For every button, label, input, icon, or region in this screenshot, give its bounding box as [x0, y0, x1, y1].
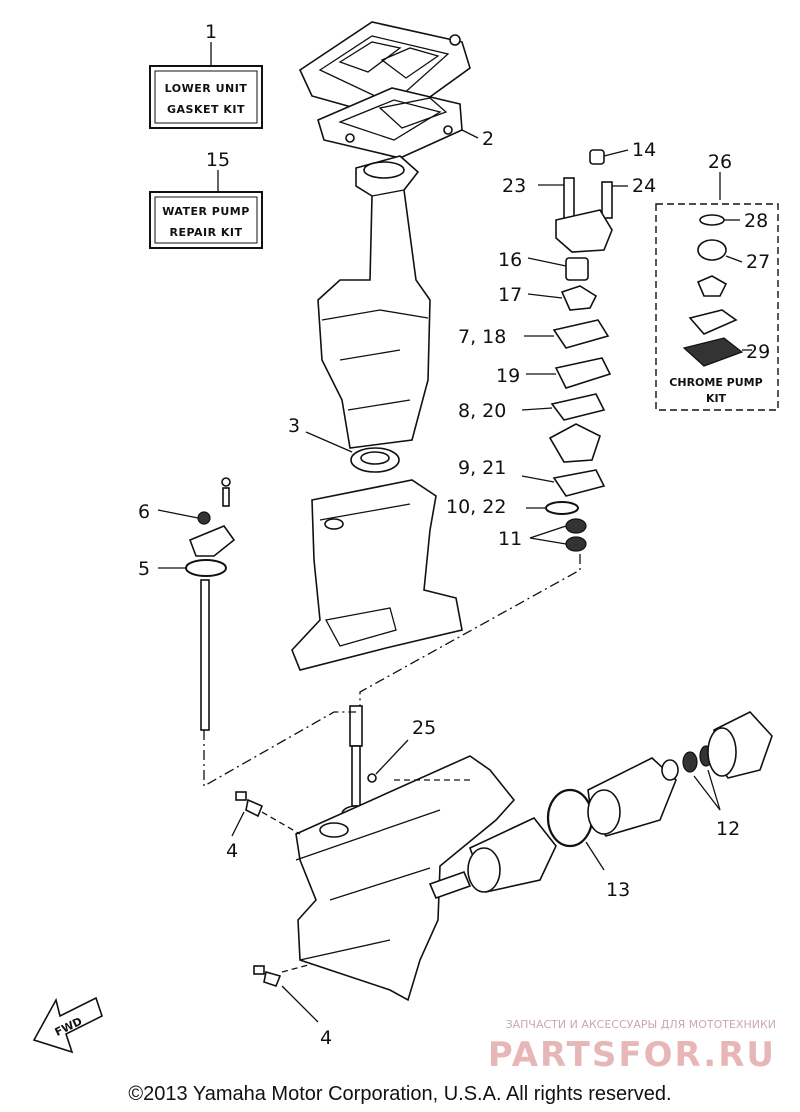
callout-26: 26: [708, 151, 732, 173]
lower-unit-kit-line1: LOWER UNIT: [165, 82, 248, 95]
callout-6: 6: [138, 501, 150, 523]
callout-11: 11: [498, 528, 522, 550]
bolts-part-4: [231, 791, 319, 1023]
watermark-subtitle: ЗАПЧАСТИ И АКСЕССУАРЫ ДЛЯ МОТОТЕХНИКИ: [506, 1018, 776, 1031]
chrome-pump-kit-box: CHROME PUMP KIT: [655, 172, 779, 411]
callout-9-21: 9, 21: [458, 457, 506, 479]
water-pump-kit-line1: WATER PUMP: [162, 205, 250, 218]
callout-16: 16: [498, 249, 522, 271]
lower-casing: [291, 479, 463, 671]
tube-assembly-line: [203, 711, 356, 788]
lower-unit-kit-line2: GASKET KIT: [167, 103, 245, 116]
callout-23: 23: [502, 175, 526, 197]
callout-2: 2: [482, 128, 494, 150]
callout-19: 19: [496, 365, 520, 387]
callout-12: 12: [716, 818, 740, 840]
water-tube-assembly: [157, 477, 236, 731]
water-pump-stack: [359, 149, 629, 706]
lower-gasket-plate: [317, 87, 479, 159]
callout-14: 14: [632, 139, 656, 161]
callout-15: 15: [206, 149, 230, 171]
callout-17: 17: [498, 284, 522, 306]
callout-7-18: 7, 18: [458, 326, 506, 348]
callout-27: 27: [746, 251, 770, 273]
callout-4-upper: 4: [226, 840, 238, 862]
gear-bearing-group: [428, 711, 773, 900]
callout-29: 29: [746, 341, 770, 363]
callout-10-22: 10, 22: [446, 496, 506, 518]
chrome-pump-kit-line2: KIT: [706, 392, 727, 405]
callout-5: 5: [138, 558, 150, 580]
callout-8-20: 8, 20: [458, 400, 506, 422]
water-pump-kit-line2: REPAIR KIT: [169, 226, 242, 239]
callout-24: 24: [632, 175, 656, 197]
gearcase: [295, 755, 516, 1002]
stud-part-25: [367, 739, 409, 783]
callout-numbers: 1 2 3 4 4 5 6 7, 18 8, 20 9, 21 10, 22 1…: [138, 21, 770, 1049]
watermark-brand: PARTSFOR.RU: [488, 1035, 776, 1075]
callout-4-lower: 4: [320, 1027, 332, 1049]
callout-13: 13: [606, 879, 630, 901]
chrome-pump-kit-line1: CHROME PUMP: [669, 376, 762, 389]
lower-unit-gasket-kit-box: LOWER UNIT GASKET KIT: [149, 42, 263, 129]
seal-part-3: [305, 431, 400, 473]
callout-28: 28: [744, 210, 768, 232]
callout-25: 25: [412, 717, 436, 739]
copyright-footer: ©2013 Yamaha Motor Corporation, U.S.A. A…: [128, 1083, 671, 1105]
upper-casing: [317, 155, 431, 449]
callout-1: 1: [205, 21, 217, 43]
water-pump-repair-kit-box: WATER PUMP REPAIR KIT: [149, 170, 263, 249]
fwd-arrow-icon: FWD: [32, 996, 103, 1054]
watermark: ЗАПЧАСТИ И АКСЕССУАРЫ ДЛЯ МОТОТЕХНИКИ PA…: [488, 1018, 776, 1075]
top-cover-plate: [298, 21, 471, 121]
callout-3: 3: [288, 415, 300, 437]
